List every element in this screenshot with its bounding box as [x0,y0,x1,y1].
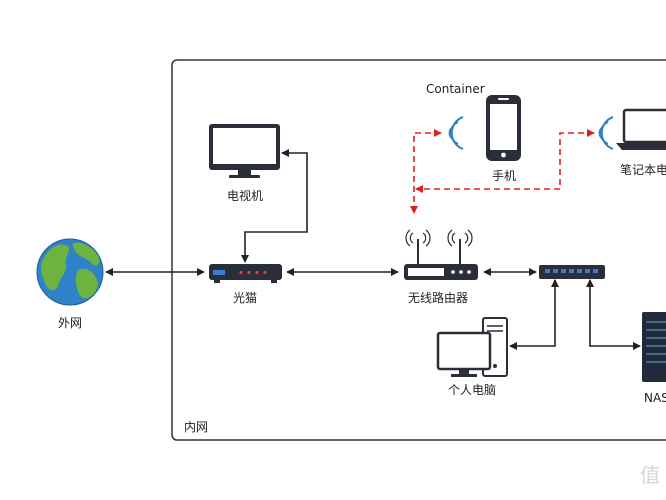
modem-icon [209,264,282,283]
phone-icon [486,95,521,161]
internet-label: 外网 [58,316,82,330]
laptop-icon [616,108,666,150]
wireless-links [410,129,595,214]
pc-label: 个人电脑 [448,383,496,397]
router-label: 无线路由器 [408,290,468,305]
nas-label: NAS [644,391,666,405]
wifi-icon-phone [448,116,464,150]
wired-links [105,149,641,350]
router-icon [404,229,478,280]
container-label: Container [426,82,485,96]
modem-label: 光猫 [233,291,257,305]
laptop-label: 笔记本电 [620,162,666,177]
pc-icon [436,317,508,377]
tv-icon [209,124,280,178]
wifi-icon-laptop [598,116,614,150]
phone-label: 手机 [492,169,516,183]
globe-icon [36,238,104,306]
switch-icon [539,265,605,279]
link-switch-pc [509,279,559,350]
lan-boundary [171,59,666,441]
nas-icon [642,312,666,382]
link-modem-tv [241,149,308,263]
lan-label: 内网 [184,420,208,434]
wireless-phone-router [410,129,442,214]
wireless-laptop [415,129,595,193]
tv-label: 电视机 [227,188,263,203]
link-switch-nas [586,279,641,350]
watermark: 值 [640,463,660,487]
